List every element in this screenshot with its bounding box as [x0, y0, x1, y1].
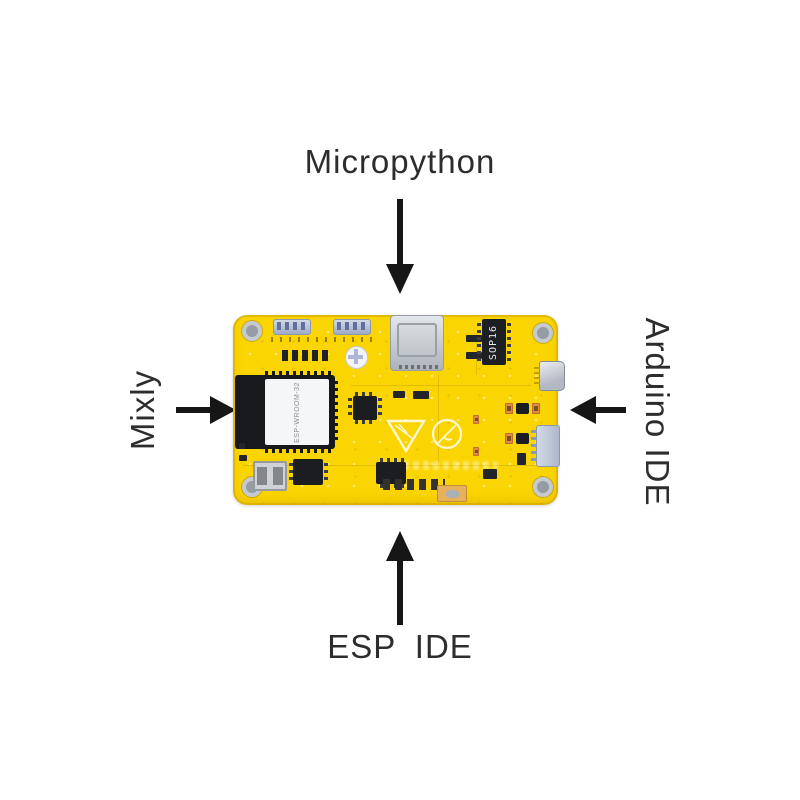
mounting-hole [533, 477, 553, 497]
esp32-module-label: ESP-WROOM-32 [293, 381, 301, 443]
chip-pins [477, 323, 481, 361]
smd-component [393, 391, 405, 398]
arrow-head [570, 396, 596, 424]
module-pins [265, 449, 333, 453]
label-micropython: Micropython [304, 143, 496, 180]
chip-pins [348, 398, 352, 418]
jst-connector [531, 425, 560, 467]
smd-component [239, 455, 247, 461]
triangle-silkscreen-logo [385, 419, 427, 454]
circle-silkscreen-logo [431, 418, 463, 450]
arrow-shaft [594, 407, 626, 413]
push-button [253, 461, 287, 491]
smd-component [466, 335, 482, 342]
smd-component [413, 391, 429, 399]
arrow-head [386, 531, 414, 561]
sot23-transistor [516, 433, 529, 444]
smd-component [239, 443, 245, 449]
sop16-chip: SOP16 [482, 319, 506, 365]
arrow-shaft [397, 199, 403, 265]
resistor-row [282, 350, 330, 361]
chip-pins [380, 458, 404, 462]
module-pins [265, 371, 333, 375]
pin-header-connector [333, 319, 371, 335]
capacitor-row [383, 479, 445, 490]
pin-header-connector [273, 319, 311, 335]
smd-resistor [532, 403, 540, 414]
label-mixly: Mixly [124, 369, 161, 451]
sd-slot-cover [397, 323, 437, 357]
arrow-head [210, 396, 236, 424]
sd-slot-pins [399, 365, 439, 369]
label-arduino-ide: Arduino IDE [639, 317, 676, 507]
chip-pins [355, 420, 375, 424]
smd-resistor [473, 415, 479, 424]
mounting-hole [242, 321, 262, 341]
chip-pins [324, 463, 328, 481]
mounting-hole [533, 323, 553, 343]
smd-component [466, 352, 482, 359]
smd-component [517, 453, 526, 465]
micro-usb-port [534, 361, 565, 391]
smd-resistor [473, 447, 479, 456]
bottom-edge-connector [437, 485, 467, 502]
module-pins [334, 381, 338, 443]
esp32-display-board: SOP16 ESP-WROOM-32 [233, 315, 565, 505]
pcb-trace [438, 375, 439, 463]
sot23-transistor [516, 403, 529, 414]
sop16-chip-label: SOP16 [488, 324, 500, 360]
soic8-chip [376, 462, 406, 484]
arrow-head [386, 264, 414, 294]
micro-sd-slot [390, 315, 444, 371]
pcb-trace [351, 385, 531, 386]
chip-pins [507, 323, 511, 361]
chip-pins [355, 392, 375, 396]
qfn-chip [293, 459, 323, 485]
label-esp-ide: ESP IDE [327, 628, 473, 665]
arrow-shaft [397, 559, 403, 625]
header-pad-row [271, 337, 375, 342]
chip-pins [378, 398, 382, 418]
smd-component [483, 469, 497, 479]
mcu-chip [353, 396, 377, 420]
trimmer-potentiometer [345, 346, 368, 369]
smd-resistor [505, 403, 513, 414]
arrow-shaft [176, 407, 212, 413]
smd-resistor [505, 433, 513, 444]
esp32-module-sticker: ESP-WROOM-32 [265, 379, 329, 445]
chip-pins [289, 463, 293, 481]
esp32-module: ESP-WROOM-32 [235, 371, 338, 453]
silkscreen-text-faint [383, 461, 498, 470]
